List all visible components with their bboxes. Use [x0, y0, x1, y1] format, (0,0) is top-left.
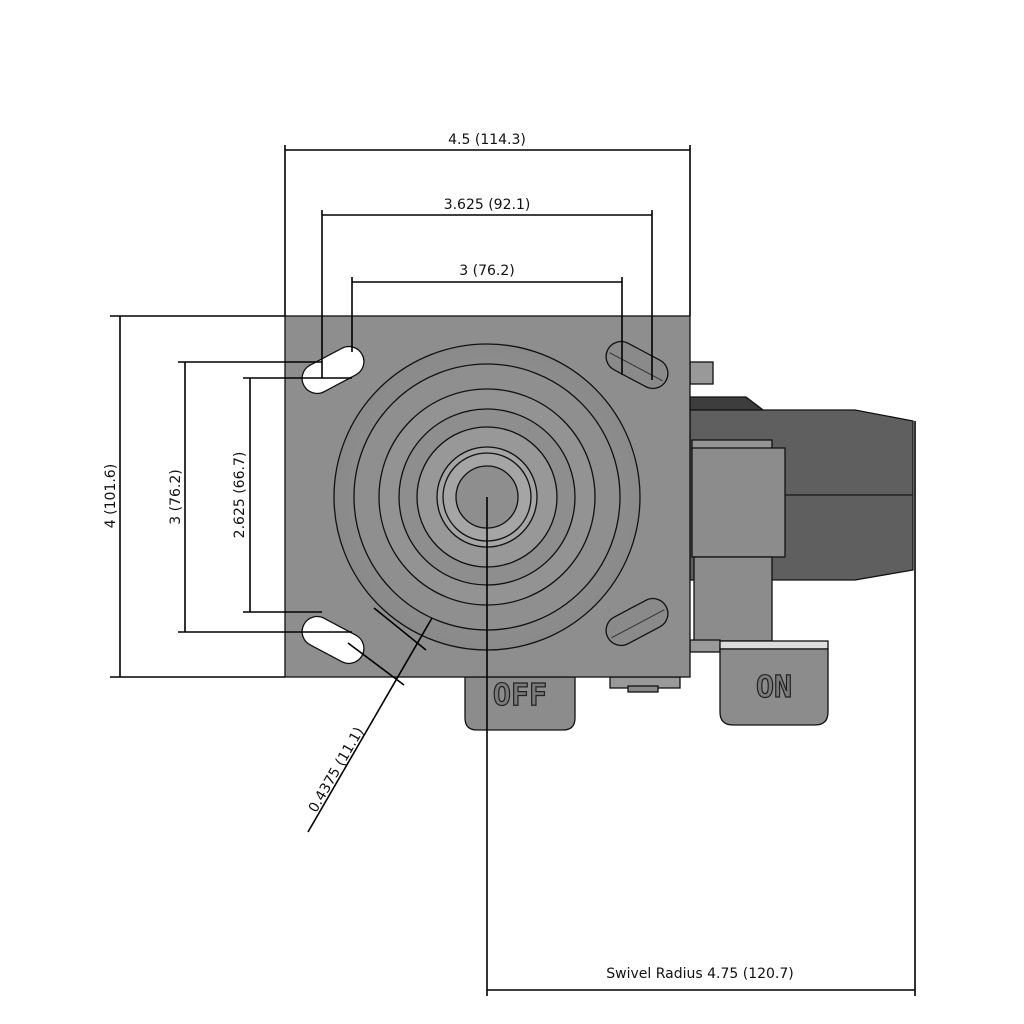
- mounting-slot: [301, 345, 365, 395]
- off-pedal-label: OFF: [493, 678, 547, 713]
- off-pedal: OFF: [464, 676, 576, 731]
- slot-inner-height-label: 2.625 (66.7): [232, 452, 248, 539]
- slot-outer-width-label: 3.625 (92.1): [444, 197, 531, 213]
- brake-bolt: [627, 685, 659, 693]
- on-pedal-label: ON: [756, 670, 792, 705]
- mounting-slot: [605, 597, 669, 647]
- swivel-radius-label: Swivel Radius 4.75 (120.7): [606, 966, 793, 982]
- slot-outer-height-label: 3 (76.2): [168, 469, 184, 524]
- mounting-slot: [301, 615, 365, 665]
- on-pedal: ON: [719, 640, 829, 726]
- slot-width-label: 0.4375 (11.1): [306, 725, 368, 816]
- dimension-lines: [110, 145, 916, 996]
- overall-height-label: 4 (101.6): [103, 464, 119, 528]
- slot-inner-width-label: 3 (76.2): [459, 263, 514, 279]
- overall-width-label: 4.5 (114.3): [448, 132, 526, 148]
- wheel-assembly: [689, 361, 914, 653]
